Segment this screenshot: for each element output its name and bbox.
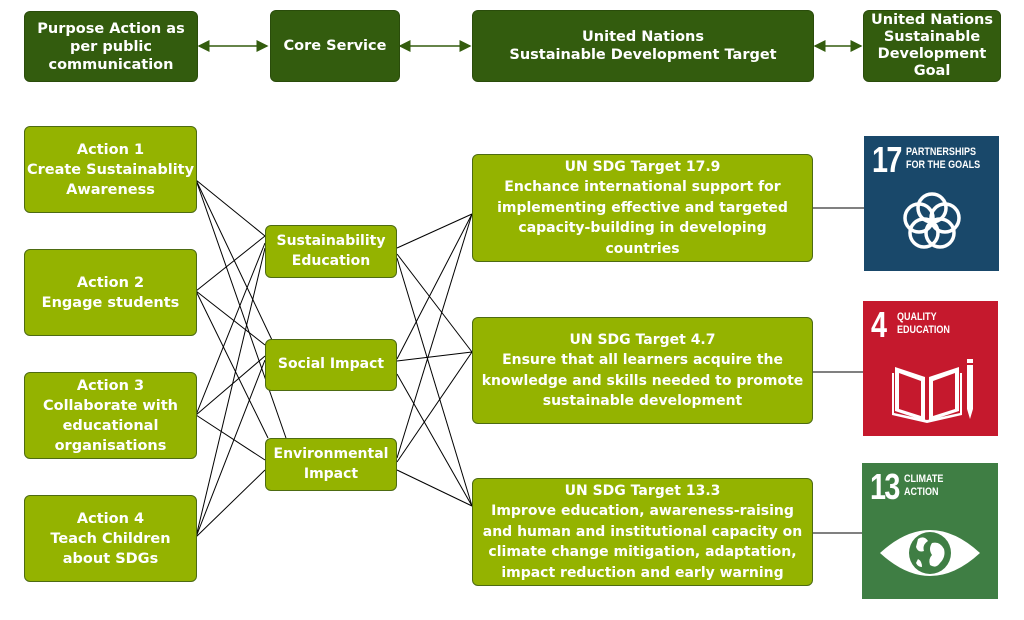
connector-line — [195, 179, 273, 341]
connector-line — [195, 179, 287, 439]
sdg-goal-13-tile: 13 CLIMATE ACTION — [862, 463, 998, 599]
sdg-goal-17-tile: 17 PARTNERSHIPS FOR THE GOALS — [864, 136, 999, 271]
core-service-social-impact: Social Impact — [265, 339, 397, 391]
eye-globe-icon — [880, 530, 980, 576]
action-label: Action 4 Teach Children about SDGs — [50, 510, 171, 567]
action-box-1: Action 1 Create Sustainablity Awareness — [24, 126, 197, 213]
connector-line — [396, 351, 473, 463]
connector-line — [396, 213, 473, 459]
connector-line — [396, 351, 473, 362]
goal-number: 13 — [870, 466, 900, 507]
target-label: UN SDG Target 13.3 Improve education, aw… — [482, 482, 803, 581]
connector-line — [195, 414, 266, 461]
action-box-4: Action 4 Teach Children about SDGs — [24, 495, 197, 582]
core-service-label: Social Impact — [277, 356, 385, 373]
action-box-2: Action 2 Engage students — [24, 249, 197, 336]
target-label: UN SDG Target 4.7 Ensure that all learne… — [481, 331, 804, 410]
connector-line — [396, 257, 473, 507]
header-target-label: United Nations Sustainable Development T… — [509, 29, 777, 63]
connector-line — [396, 469, 473, 507]
core-service-sustainability-education: Sustainability Education — [265, 225, 397, 278]
target-box-4-7: UN SDG Target 4.7 Ensure that all learne… — [472, 317, 813, 424]
connector-line — [195, 290, 269, 439]
goal-name: QUALITY EDUCATION — [897, 311, 950, 336]
interlocking-rings-icon — [903, 192, 961, 249]
core-service-environmental-impact: Environmental Impact — [265, 438, 397, 491]
header-core-service: Core Service — [270, 10, 400, 82]
core-service-label: Environmental Impact — [273, 446, 389, 482]
connector-line — [195, 235, 266, 292]
connector-line — [195, 179, 266, 237]
connector-line — [195, 247, 266, 538]
target-box-13-3: UN SDG Target 13.3 Improve education, aw… — [472, 478, 813, 586]
target-label: UN SDG Target 17.9 Enchance internationa… — [497, 158, 788, 257]
connector-line — [195, 359, 266, 538]
header-goal-label: United Nations Sustainable Development G… — [871, 12, 993, 79]
goal-number: 17 — [872, 139, 902, 180]
connector-line — [396, 373, 473, 507]
target-box-17-9: UN SDG Target 17.9 Enchance internationa… — [472, 154, 813, 262]
action-label: Action 3 Collaborate with educational or… — [42, 377, 179, 454]
connector-line — [195, 355, 266, 416]
connector-line — [396, 213, 473, 249]
sdg-goal-4-tile: 4 QUALITY EDUCATION — [863, 301, 998, 436]
action-label: Action 2 Engage students — [41, 274, 180, 311]
header-core-label: Core Service — [283, 38, 387, 54]
core-service-label: Sustainability Education — [276, 233, 386, 269]
header-purpose-label: Purpose Action as per public communicati… — [37, 20, 185, 73]
connector-line — [396, 253, 473, 353]
header-un-goal: United Nations Sustainable Development G… — [863, 10, 1001, 82]
action-label: Action 1 Create Sustainablity Awareness — [26, 141, 195, 198]
connector-line — [195, 242, 266, 416]
connector-line — [195, 469, 266, 538]
connector-line — [195, 290, 266, 346]
connector-line — [396, 213, 473, 360]
book-pencil-icon — [892, 359, 973, 423]
action-box-3: Action 3 Collaborate with educational or… — [24, 372, 197, 459]
header-purpose-action: Purpose Action as per public communicati… — [24, 11, 198, 82]
goal-name: CLIMATE ACTION — [904, 473, 944, 498]
goal-name: PARTNERSHIPS FOR THE GOALS — [906, 146, 981, 171]
goal-number: 4 — [871, 304, 887, 345]
header-un-target: United Nations Sustainable Development T… — [472, 10, 814, 82]
